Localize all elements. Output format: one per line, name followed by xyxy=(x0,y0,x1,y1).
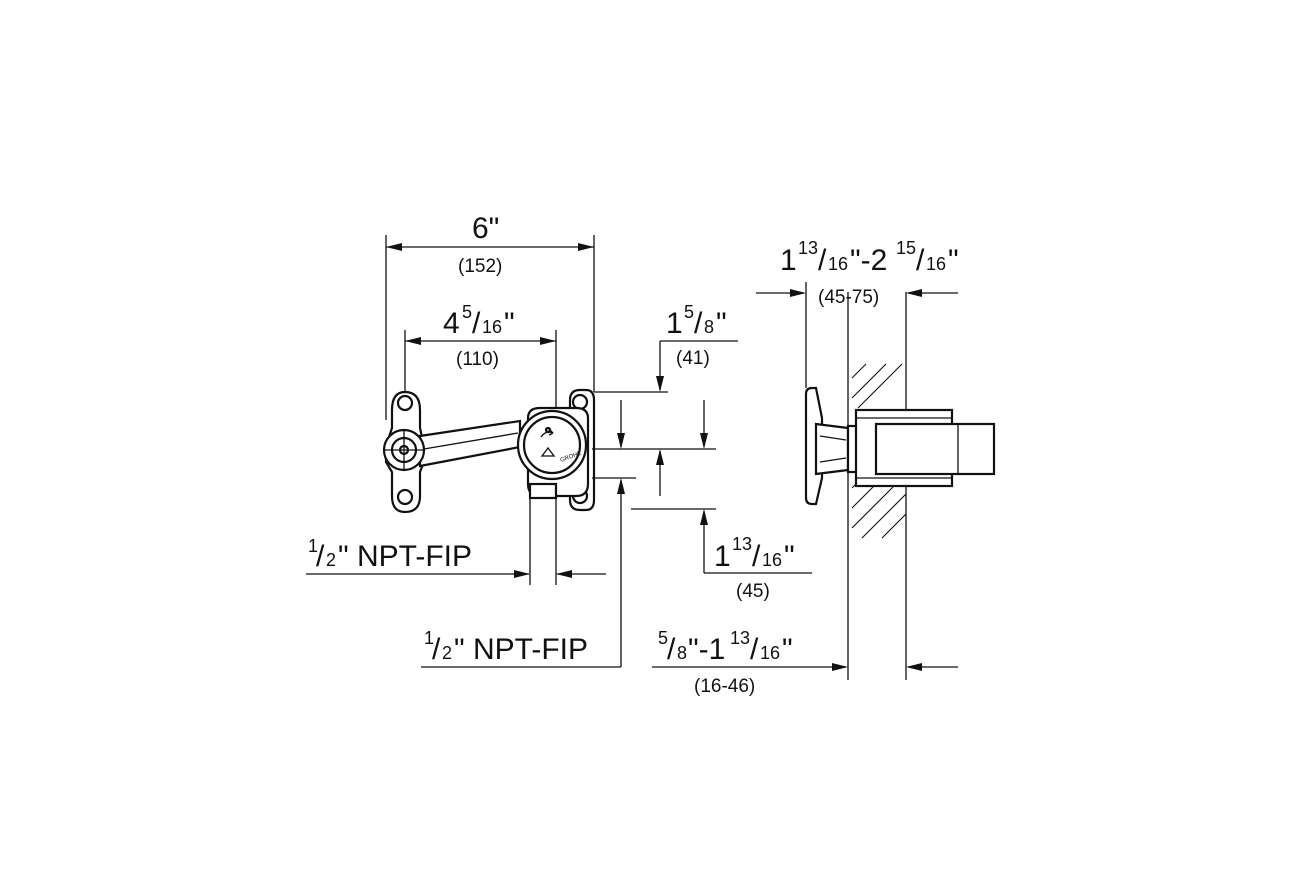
inlet-left-label: 1 / 2 " NPT-FIP xyxy=(308,536,472,573)
svg-text:": " xyxy=(504,307,515,340)
svg-text:" NPT-FIP: " NPT-FIP xyxy=(454,633,588,666)
hole-spacing-metric: (110) xyxy=(456,349,499,370)
upper-offset-metric: (41) xyxy=(676,348,710,369)
side-mounting-plate xyxy=(804,386,824,506)
svg-text:4: 4 xyxy=(443,307,460,340)
svg-text:5: 5 xyxy=(658,628,668,648)
svg-text:/: / xyxy=(752,540,761,573)
svg-text:": " xyxy=(782,633,793,666)
svg-text:"-1: "-1 xyxy=(688,633,725,666)
svg-text:/: / xyxy=(750,633,759,666)
svg-text:1: 1 xyxy=(424,628,434,648)
svg-text:5: 5 xyxy=(462,302,472,322)
svg-text:1: 1 xyxy=(308,536,318,556)
svg-text:16: 16 xyxy=(828,254,848,274)
lower-offset-metric: (45) xyxy=(736,581,770,602)
valve-face xyxy=(516,409,588,481)
front-view-valve-body: GROHE xyxy=(382,388,596,514)
overall-width-metric: (152) xyxy=(458,256,502,277)
finish-range-metric: (16-46) xyxy=(694,676,755,697)
svg-text:/: / xyxy=(432,633,441,666)
recycle-triangle-icon xyxy=(540,446,556,457)
side-view xyxy=(652,282,996,680)
lower-offset-label: 1 13 / 16 " xyxy=(714,534,795,573)
svg-text:2: 2 xyxy=(326,550,336,570)
svg-text:2: 2 xyxy=(442,643,452,663)
finish-range-label: 5 / 8 "-1 13 / 16 " xyxy=(658,628,793,666)
svg-text:16: 16 xyxy=(926,254,946,274)
svg-text:16: 16 xyxy=(760,643,780,663)
left-bottom-mount-hole xyxy=(396,488,414,506)
svg-text:16: 16 xyxy=(762,550,782,570)
svg-text:1: 1 xyxy=(780,244,797,277)
svg-text:16: 16 xyxy=(482,317,502,337)
wall-range-label: 1 13 / 16 "-2 15 / 16 " xyxy=(780,238,959,277)
svg-text:1: 1 xyxy=(714,540,731,573)
inlet-bottom-label: 1 / 2 " NPT-FIP xyxy=(424,628,588,666)
front-view-dimensions xyxy=(306,235,812,668)
svg-text:1: 1 xyxy=(666,307,683,340)
wall-range-metric: (45-75) xyxy=(818,287,879,308)
overall-width-label: 6" xyxy=(472,212,499,245)
svg-text:13: 13 xyxy=(732,534,752,554)
left-top-mount-hole xyxy=(396,394,414,412)
svg-text:5: 5 xyxy=(684,302,694,322)
svg-text:/: / xyxy=(694,307,703,340)
svg-text:/: / xyxy=(818,244,827,277)
svg-text:13: 13 xyxy=(798,238,818,258)
svg-text:" NPT-FIP: " NPT-FIP xyxy=(338,540,472,573)
svg-text:13: 13 xyxy=(730,628,750,648)
hole-spacing-label: 4 5 / 16 " xyxy=(443,302,515,340)
svg-text:": " xyxy=(948,244,959,277)
svg-text:8: 8 xyxy=(704,317,714,337)
svg-text:": " xyxy=(784,540,795,573)
upper-offset-label: 1 5 / 8 " xyxy=(666,302,727,340)
svg-text:/: / xyxy=(667,633,676,666)
bottom-inlet-stub xyxy=(528,482,558,500)
svg-text:/: / xyxy=(316,540,325,573)
connecting-pipe xyxy=(418,419,522,468)
side-cartridge xyxy=(874,422,996,476)
svg-text:15: 15 xyxy=(896,238,916,258)
svg-text:/: / xyxy=(916,244,925,277)
svg-text:/: / xyxy=(472,307,481,340)
svg-text:": " xyxy=(716,307,727,340)
svg-text:"-2: "-2 xyxy=(850,244,887,277)
side-stem xyxy=(814,422,850,476)
svg-text:8: 8 xyxy=(677,643,687,663)
